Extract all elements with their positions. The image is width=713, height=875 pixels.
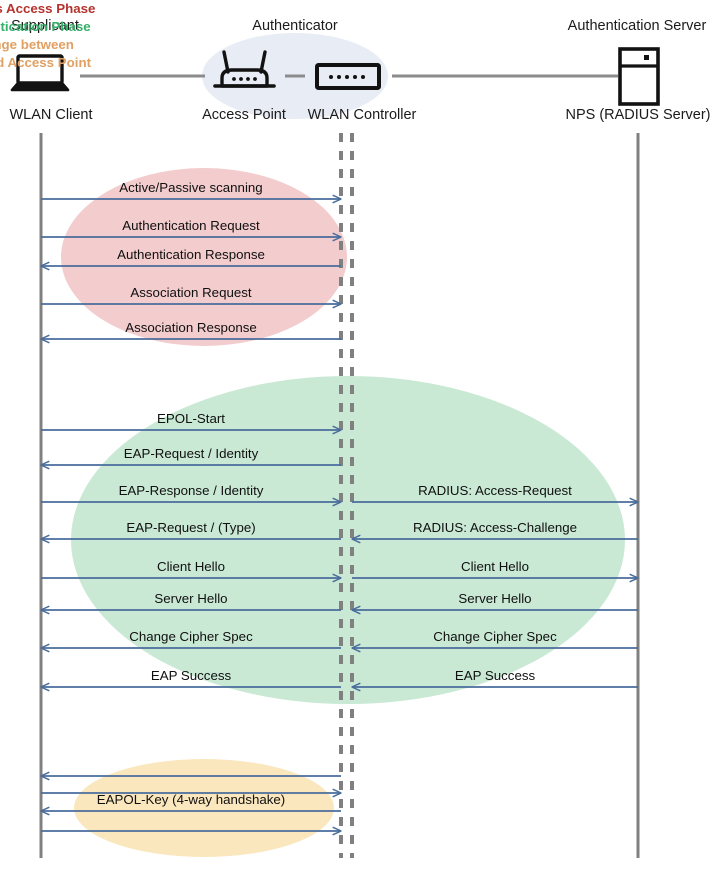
message-label-right-4: Change Cipher Spec xyxy=(433,629,557,644)
message-label-left-10: Server Hello xyxy=(154,591,228,606)
phase-8021x-label: 802.1X Authentication Phase xyxy=(0,19,91,34)
wlan-controller-icon xyxy=(315,63,381,90)
phase-80211-label: 802.11 Wireless Access Phase xyxy=(0,1,96,16)
phase-key-exchange-ellipse xyxy=(74,759,334,857)
message-label-right-1: RADIUS: Access-Challenge xyxy=(412,520,578,535)
message-label-left-6: EAP-Request / Identity xyxy=(123,446,259,461)
phase-8021x-ellipse xyxy=(71,376,625,704)
message-label-left-11: Change Cipher Spec xyxy=(129,629,253,644)
message-label-left-7: EAP-Response / Identity xyxy=(118,483,264,498)
server-rack-icon xyxy=(618,47,660,106)
message-label-left-3: Association Request xyxy=(130,285,252,300)
message-label-left-8: EAP-Request / (Type) xyxy=(126,520,256,535)
message-label-right-0: RADIUS: Access-Request xyxy=(418,483,572,498)
actor-role-1: Authenticator xyxy=(252,18,338,34)
actor-device-0: WLAN Client xyxy=(9,107,93,123)
message-label-right-5: EAP Success xyxy=(454,668,536,683)
message-label-right-3: Server Hello xyxy=(458,591,532,606)
actor-role-3: Authentication Server xyxy=(567,18,707,34)
message-label-left-1: Authentication Request xyxy=(122,218,260,233)
message-label-left-5: EPOL-Start xyxy=(157,411,225,426)
access-point-icon xyxy=(213,50,276,88)
message-label-left-0: Active/Passive scanning xyxy=(119,180,263,195)
message-label-right-2: Client Hello xyxy=(461,559,529,574)
phase-key-exchange-label: Key Exchange betweenSupplicant and Acces… xyxy=(0,37,91,70)
message-label-left-2: Authentication Response xyxy=(117,247,265,262)
actor-device-2: WLAN Controller xyxy=(307,107,417,123)
phase-highlight-ellipses xyxy=(61,168,625,857)
phase-80211-ellipse xyxy=(61,168,347,346)
message-arrows xyxy=(41,199,638,831)
actor-device-3: NPS (RADIUS Server) xyxy=(565,107,711,123)
actor-device-1: Access Point xyxy=(202,107,286,123)
message-label-left-12: EAP Success xyxy=(150,668,232,683)
message-label-left-9: Client Hello xyxy=(157,559,225,574)
lifelines xyxy=(39,133,640,858)
actor-role-0: Supplicant xyxy=(11,18,79,34)
laptop-icon xyxy=(10,54,70,92)
message-label-left-4: Association Response xyxy=(125,320,257,335)
message-label-left-15: EAPOL-Key (4-way handshake) xyxy=(96,792,286,807)
